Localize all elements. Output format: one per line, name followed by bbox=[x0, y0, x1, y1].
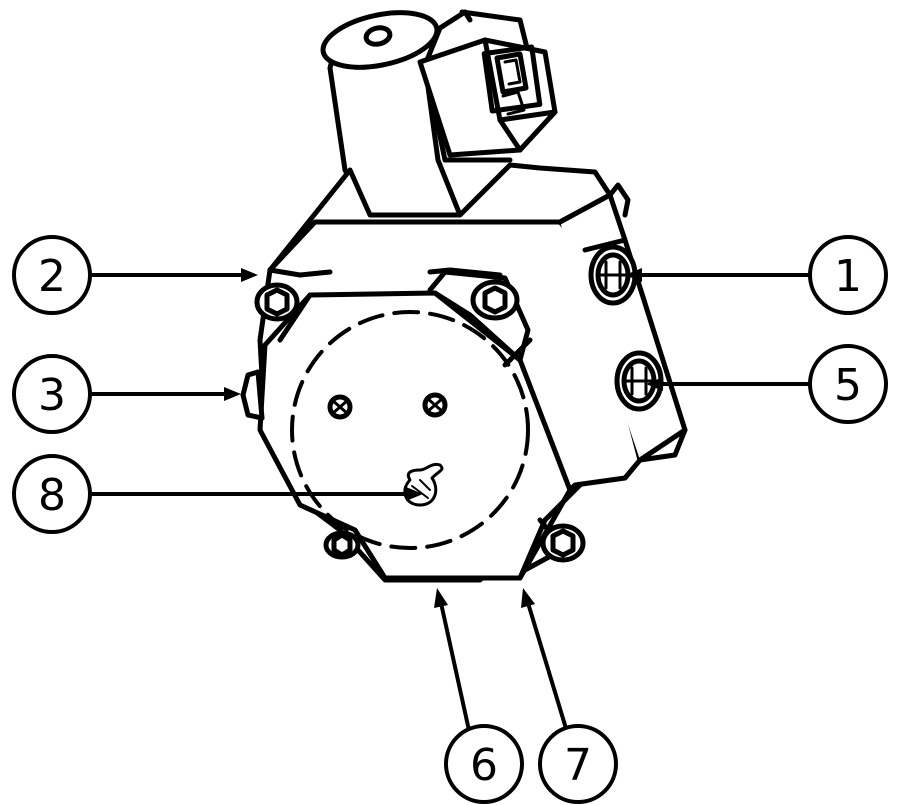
bolt-bottom-right bbox=[540, 523, 586, 563]
callout-2-label: 2 bbox=[38, 251, 66, 302]
leader-lines bbox=[90, 268, 811, 737]
nozzle-3 bbox=[240, 369, 265, 421]
bolts bbox=[254, 279, 586, 563]
bolt-bottom-left bbox=[323, 530, 361, 560]
leader-6 bbox=[439, 601, 472, 737]
callout-8: 8 bbox=[12, 454, 92, 534]
callout-5-label: 5 bbox=[834, 360, 862, 411]
callout-5: 5 bbox=[808, 344, 888, 424]
bolt-top-left bbox=[254, 282, 300, 322]
screw-left bbox=[327, 394, 353, 420]
screw-right bbox=[422, 392, 448, 418]
callout-bubbles: 1 2 3 5 6 7 8 bbox=[12, 235, 888, 804]
callout-7: 7 bbox=[538, 724, 618, 804]
leader-7 bbox=[526, 601, 570, 737]
callout-3: 3 bbox=[12, 354, 92, 434]
cover-screws bbox=[327, 392, 448, 507]
callout-7-label: 7 bbox=[564, 740, 592, 791]
callout-2: 2 bbox=[12, 235, 92, 315]
callout-3-label: 3 bbox=[38, 370, 66, 421]
callout-1: 1 bbox=[808, 235, 888, 315]
bolt-top-right bbox=[470, 279, 520, 321]
callout-6-label: 6 bbox=[470, 740, 498, 791]
front-cover-plate bbox=[257, 269, 583, 581]
callout-8-label: 8 bbox=[38, 470, 66, 521]
electrical-connector bbox=[417, 37, 558, 158]
rotation-arrow-symbol bbox=[403, 462, 444, 507]
callout-1-label: 1 bbox=[834, 251, 862, 302]
callout-6: 6 bbox=[444, 724, 524, 804]
